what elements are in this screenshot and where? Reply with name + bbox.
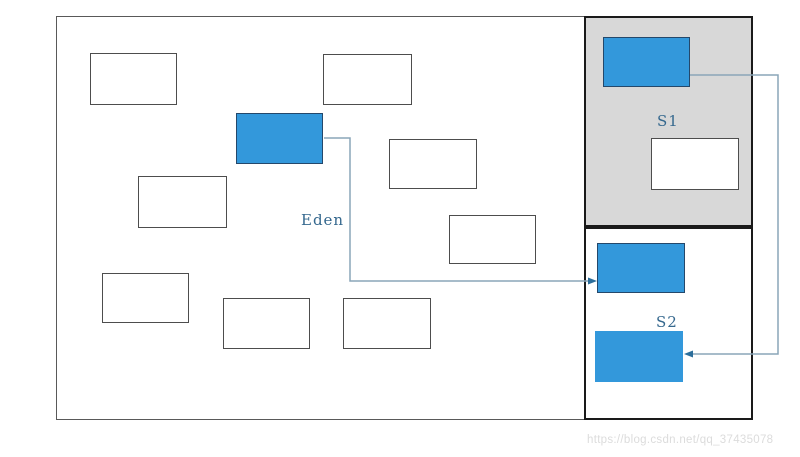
eden-live-object-box (236, 113, 323, 164)
eden-object-box (449, 215, 536, 264)
s1-object-box (651, 138, 739, 190)
eden-object-box (389, 139, 477, 189)
eden-object-box (90, 53, 177, 105)
eden-label: Eden (301, 211, 345, 229)
s1-live-object-box (603, 37, 690, 87)
eden-object-box (138, 176, 227, 228)
s2-label: S2 (656, 313, 678, 331)
watermark-text: https://blog.csdn.net/qq_37435078 (587, 434, 774, 446)
eden-object-box (343, 298, 431, 349)
eden-object-box (323, 54, 412, 105)
s2-top-live-object-box (597, 243, 685, 293)
s1-label: S1 (657, 112, 679, 130)
eden-object-box (223, 298, 310, 349)
eden-object-box (102, 273, 189, 323)
s2-bottom-live-object-box (595, 331, 683, 382)
